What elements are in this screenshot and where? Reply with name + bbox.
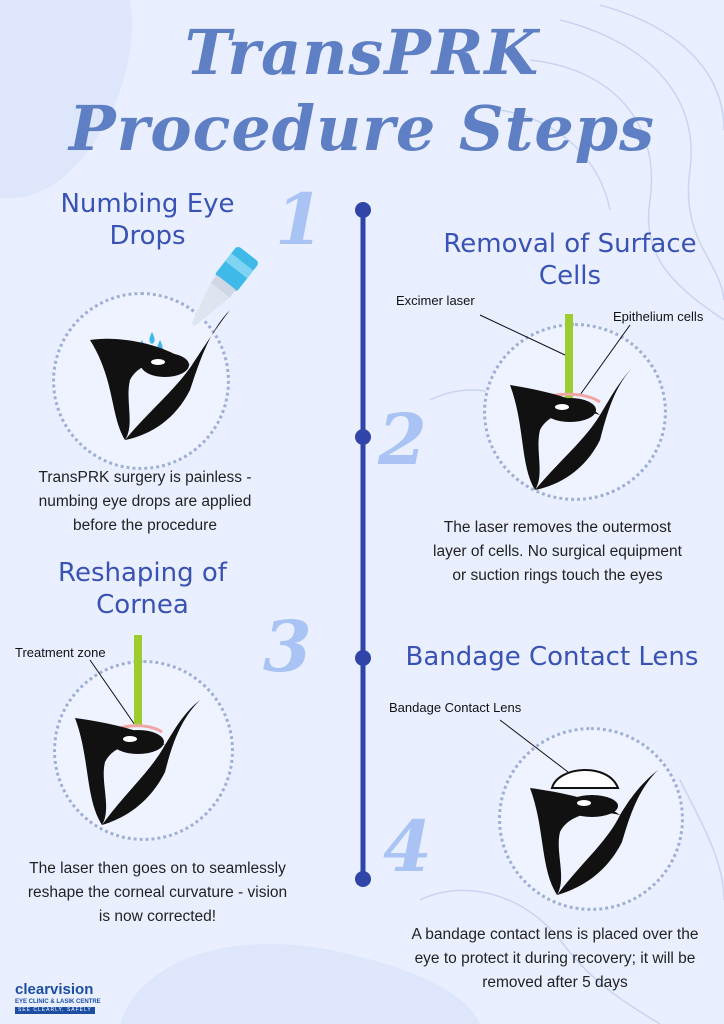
step-4-illustration-circle bbox=[498, 727, 684, 911]
eye-icon bbox=[90, 310, 230, 440]
timeline-dot-3 bbox=[355, 650, 371, 666]
step-4-heading: Bandage Contact Lens bbox=[405, 642, 699, 672]
step-3-number: 3 bbox=[263, 605, 312, 688]
drop-icon bbox=[149, 332, 155, 344]
treatment-zone-pointer bbox=[89, 659, 136, 726]
timeline-dot-2 bbox=[355, 429, 371, 445]
step-3-heading: Reshaping of Cornea bbox=[58, 558, 227, 620]
step-1-illustration-circle bbox=[52, 292, 230, 470]
step-1-illustration bbox=[90, 246, 258, 440]
step-2-number: 2 bbox=[378, 398, 427, 481]
step-2-heading: Removal of Surface Cells bbox=[443, 229, 697, 291]
logo: clearvision bbox=[15, 981, 94, 998]
timeline-dot-4 bbox=[355, 871, 371, 887]
step-1-number: 1 bbox=[275, 178, 324, 261]
page-title-line1: TransPRK bbox=[184, 16, 540, 89]
laser-beam bbox=[134, 635, 142, 727]
excimer-laser-pointer bbox=[479, 314, 566, 356]
bandage-lens-icon bbox=[550, 769, 620, 789]
step-2-illustration bbox=[479, 314, 635, 490]
laser-beam bbox=[565, 314, 573, 398]
step-1-description: TransPRK surgery is painless - numbing e… bbox=[38, 469, 252, 534]
logo-tagline: SEE CLEARLY, SAFELY bbox=[15, 1007, 95, 1014]
page-title-line2: Procedure Steps bbox=[68, 92, 656, 165]
step-3-description: The laser then goes on to seamlessly res… bbox=[27, 860, 288, 925]
eye-icon bbox=[530, 770, 658, 895]
epithelium-cells-label: Epithelium cells bbox=[613, 309, 704, 324]
step-3-illustration bbox=[75, 635, 200, 825]
eye-icon bbox=[75, 700, 200, 825]
excimer-laser-label: Excimer laser bbox=[396, 293, 475, 308]
timeline-dot-1 bbox=[355, 202, 371, 218]
logo-subtitle: EYE CLINIC & LASIK CENTRE bbox=[15, 999, 101, 1005]
treatment-zone-label: Treatment zone bbox=[15, 645, 106, 660]
step-4-description: A bandage contact lens is placed over th… bbox=[411, 926, 699, 991]
step-4-number: 4 bbox=[383, 805, 432, 888]
step-1-heading: Numbing Eye Drops bbox=[60, 189, 235, 251]
step-4-illustration bbox=[499, 719, 658, 895]
eye-icon bbox=[510, 365, 635, 490]
step-2-description: The laser removes the outermost layer of… bbox=[433, 519, 682, 584]
epithelium-pointer bbox=[579, 324, 631, 396]
eye-dropper-icon bbox=[191, 246, 258, 327]
bandage-contact-lens-label: Bandage Contact Lens bbox=[389, 700, 522, 715]
bandage-lens-pointer bbox=[499, 719, 569, 773]
timeline bbox=[355, 202, 371, 887]
